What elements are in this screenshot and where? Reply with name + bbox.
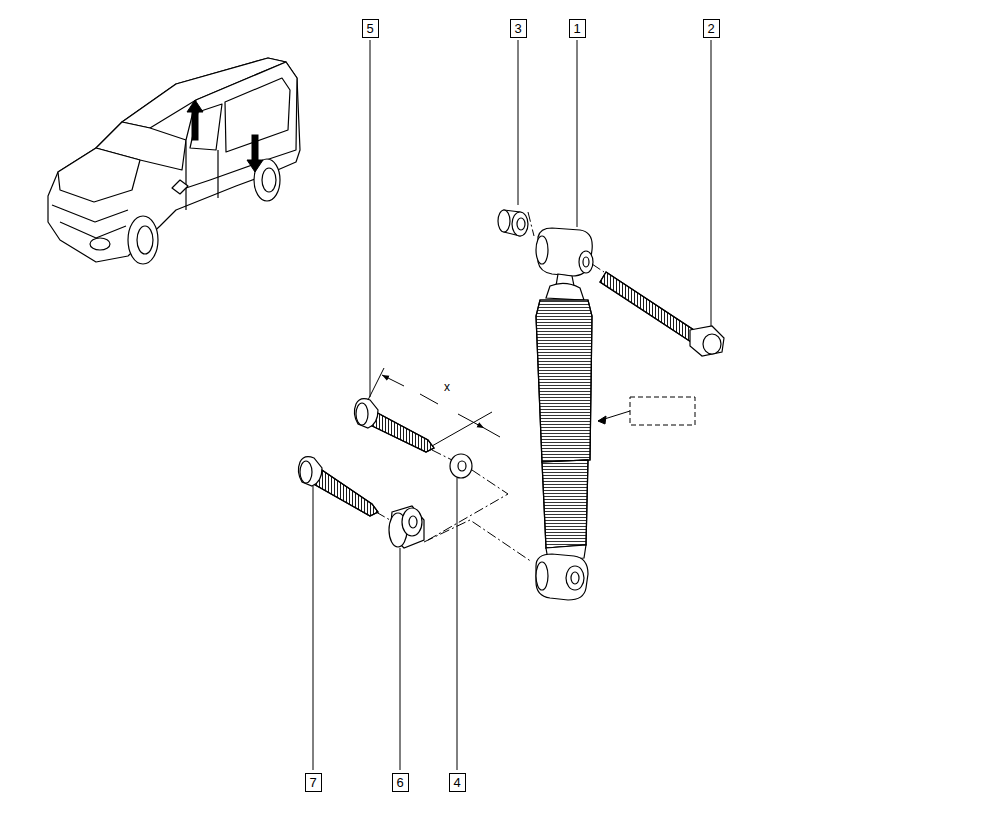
callout-number: 4 (453, 776, 460, 789)
bolt (354, 399, 378, 428)
washer (450, 454, 472, 478)
bushing (498, 210, 528, 236)
bolt (703, 334, 721, 354)
vehicle-sketch (217, 150, 218, 198)
shock-absorber (542, 460, 588, 548)
dimension-line (368, 368, 500, 446)
callout-number: 7 (309, 776, 316, 789)
shock-absorber (571, 572, 579, 584)
vehicle-sketch (185, 188, 186, 210)
shock-absorber (566, 566, 584, 590)
direction-arrow (252, 135, 258, 163)
vehicle-sketch (128, 216, 158, 264)
dimension-line (458, 414, 484, 428)
reference-box (598, 416, 606, 424)
shock-absorber (536, 236, 548, 264)
bolt (300, 461, 312, 483)
assembly-line (592, 264, 604, 272)
bushing (390, 506, 424, 548)
bushing (409, 516, 417, 528)
direction-arrow (187, 100, 203, 112)
assembly-line (432, 450, 452, 460)
callout-box: 5 (362, 19, 379, 38)
vehicle-sketch (137, 226, 153, 254)
bushing (389, 506, 424, 548)
bolt (298, 457, 378, 516)
shock-absorber (536, 562, 548, 590)
washer (458, 461, 466, 471)
callout-number: 5 (366, 22, 373, 35)
shock-absorber (536, 300, 592, 462)
reference-box (630, 397, 695, 425)
reference-box (598, 397, 695, 425)
direction-arrow (247, 160, 263, 172)
callout-box: 3 (510, 19, 527, 38)
washer (450, 454, 472, 478)
vehicle-sketch (52, 205, 128, 222)
shock-absorber (583, 257, 589, 267)
callout-number: 1 (573, 22, 580, 35)
shock-absorber (579, 251, 593, 273)
leader-line (313, 40, 711, 770)
bushing (498, 210, 510, 232)
leader-line (457, 478, 458, 770)
bolt (600, 272, 700, 344)
leader-line (370, 40, 371, 397)
vehicle-sketch (58, 148, 140, 202)
shock-absorber (536, 300, 592, 462)
assembly-line (428, 470, 508, 540)
vehicle-sketch (48, 58, 300, 264)
vehicle-sketch (60, 222, 126, 238)
callout-number: 3 (514, 22, 521, 35)
assembly-line (376, 212, 604, 562)
bushing (517, 218, 525, 230)
bolt (356, 403, 368, 425)
leader-line (577, 40, 578, 227)
callout-box: 6 (392, 773, 409, 792)
bolt (354, 399, 434, 452)
shock-absorber (542, 460, 588, 548)
bolt (600, 272, 724, 356)
callout-number: 2 (707, 22, 714, 35)
assembly-line (424, 520, 532, 562)
bushing (402, 508, 422, 536)
vehicle-sketch (186, 62, 297, 188)
leader-line (400, 548, 401, 770)
vehicle-sketch (48, 58, 300, 262)
callout-box: 4 (449, 773, 466, 792)
shock-absorber (536, 554, 588, 600)
assembly-line (528, 212, 534, 236)
bolt (298, 457, 322, 486)
shock-absorber (546, 283, 584, 300)
dimension-line (484, 428, 500, 437)
leader-line (518, 40, 519, 205)
callout-box: 2 (703, 19, 720, 38)
vehicle-sketch (262, 168, 276, 192)
leader-line (711, 40, 712, 326)
leader-line (313, 486, 314, 770)
callout-box: 1 (569, 19, 586, 38)
direction-arrow (187, 100, 263, 172)
shock-absorber (536, 228, 593, 600)
dimension-line (432, 412, 492, 446)
direction-arrow (192, 110, 198, 140)
dimension-line (420, 394, 438, 404)
dimension-label: x (443, 381, 451, 393)
assembly-line (376, 512, 390, 520)
callout-box: 7 (305, 773, 322, 792)
dimension-line (382, 375, 404, 386)
callout-number: 6 (396, 776, 403, 789)
bushing (512, 212, 528, 236)
vehicle-sketch (90, 238, 110, 250)
bolt (690, 326, 724, 356)
bolt (600, 272, 700, 344)
